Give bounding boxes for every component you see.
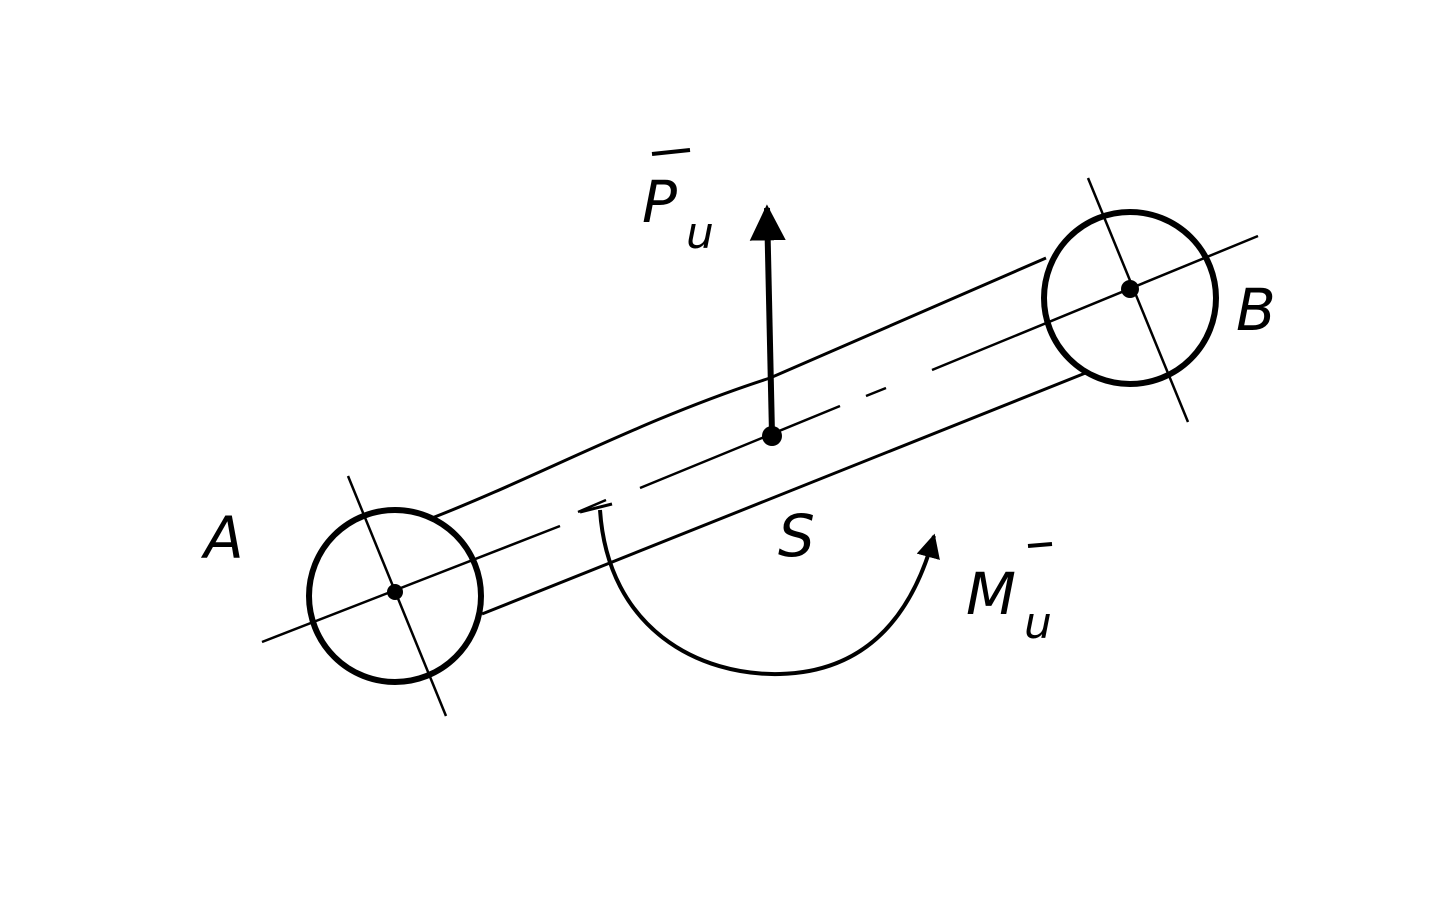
force-label-subscript: u [686, 208, 714, 259]
joint-b-circle [1041, 209, 1219, 387]
moment-label-subscript: u [1024, 598, 1052, 649]
label-s: S [778, 502, 815, 570]
joint-a [306, 475, 484, 717]
joint-b-center-dot [1121, 280, 1139, 298]
moment-start-tick [579, 502, 613, 514]
inertia-moment-arrow [598, 509, 940, 677]
link-body [431, 256, 1089, 616]
label-a: A [200, 504, 244, 572]
label-b: B [1236, 276, 1276, 344]
joint-a-center-dot [387, 584, 403, 600]
joint-a-circle [306, 507, 484, 685]
force-label: P u [642, 148, 714, 259]
inertia-force-arrow [749, 204, 786, 435]
force-label-main: P [642, 168, 677, 236]
center-of-mass-dot [762, 426, 782, 446]
moment-label-overbar [1027, 542, 1053, 548]
link-centerline [261, 234, 1259, 644]
moment-label-main: M [966, 560, 1016, 628]
joint-b-axis [1086, 177, 1190, 423]
link-lower-edge [481, 370, 1089, 616]
joint-b [1041, 177, 1219, 423]
link-upper-edge [431, 256, 1047, 520]
force-label-overbar [651, 148, 691, 156]
moment-label: M u [966, 542, 1053, 649]
